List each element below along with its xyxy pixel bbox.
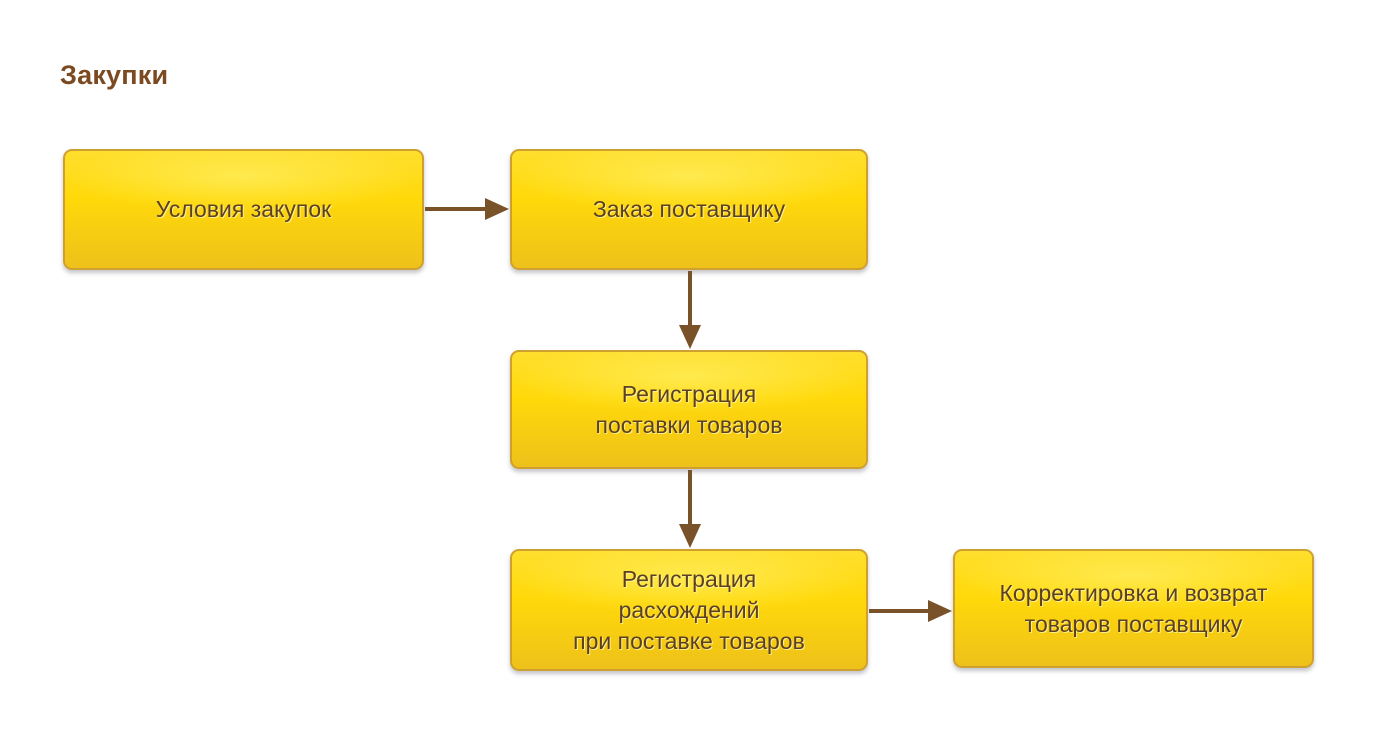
- node-label: Корректировка и возврат товаров поставщи…: [999, 579, 1268, 637]
- node-zakaz-postavshchiku[interactable]: Заказ поставщику: [510, 149, 868, 270]
- arrow-zakaz-to-postavka: [679, 271, 701, 349]
- node-usloviya-zakupok[interactable]: Условия закупок: [63, 149, 424, 270]
- node-registratsiya-postavki[interactable]: Регистрация поставки товаров: [510, 350, 868, 469]
- arrow-usloviya-to-zakaz: [425, 198, 509, 220]
- arrow-postavka-to-raskhozhdeniya: [679, 470, 701, 548]
- node-registratsiya-raskhozhdeniy[interactable]: Регистрация расхождений при поставке тов…: [510, 549, 868, 671]
- node-korrektirovka-i-vozvrat[interactable]: Корректировка и возврат товаров поставщи…: [953, 549, 1314, 668]
- node-label: Регистрация расхождений при поставке тов…: [573, 565, 805, 654]
- page-title: Закупки: [60, 60, 169, 90]
- node-label: Условия закупок: [155, 196, 332, 222]
- node-label: Регистрация поставки товаров: [595, 380, 783, 438]
- arrow-raskhozhdeniya-to-korrektirovka: [869, 600, 952, 622]
- node-label: Заказ поставщику: [592, 196, 786, 222]
